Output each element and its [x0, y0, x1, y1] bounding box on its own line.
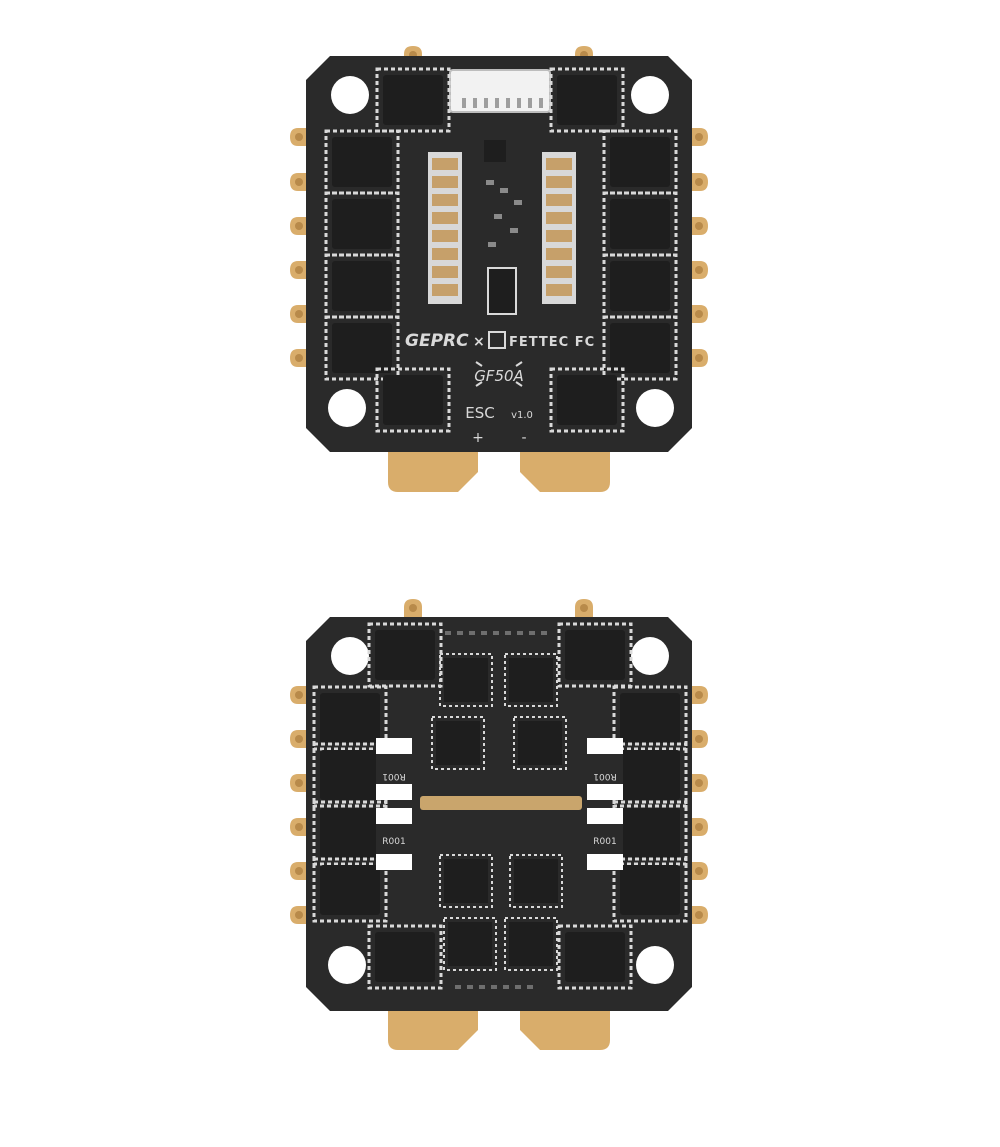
mount-hole: [631, 637, 669, 675]
battery-plus-pad: [388, 445, 478, 492]
cross-symbol: ×: [473, 334, 485, 350]
brand-geprc-label: GEPRC: [405, 331, 469, 351]
mount-hole: [331, 76, 369, 114]
shunt-resistor-bottom-right: R001: [587, 808, 623, 870]
fettec-logo-icon: [488, 331, 506, 349]
esc-label: ESC: [465, 404, 494, 422]
shunt-resistor-top-right: R001: [587, 738, 623, 800]
version-label: v1.0: [511, 410, 533, 421]
minus-label: -: [521, 430, 526, 446]
mount-hole: [636, 946, 674, 984]
capacitor-bank-left: [428, 152, 462, 304]
capacitor-bank-right: [542, 152, 576, 304]
brand-fettec-label: FETTEC FC: [509, 335, 595, 350]
mount-hole: [328, 946, 366, 984]
shunt-resistor-bottom-left: R001: [376, 808, 412, 870]
esc-back-board: R001 R001 R001 R001: [290, 599, 708, 1050]
regulator-chip: [487, 267, 517, 315]
esc-front-board: GEPRC × FETTEC FC GF50A ESC v1.0 + -: [290, 46, 708, 492]
resistor-label: R001: [382, 771, 405, 781]
plus-label: +: [472, 430, 484, 446]
current-bus-bar: [420, 796, 582, 810]
mount-hole: [331, 637, 369, 675]
model-burst-icon: [475, 361, 523, 387]
mount-hole: [328, 389, 366, 427]
shunt-resistor-top-left: R001: [376, 738, 412, 800]
resistor-label: R001: [382, 837, 405, 847]
battery-minus-pad: [520, 445, 610, 492]
mount-hole: [636, 389, 674, 427]
model-label: GF50A: [474, 367, 524, 385]
mount-hole: [631, 76, 669, 114]
resistor-label: R001: [593, 837, 616, 847]
resistor-label: R001: [593, 771, 616, 781]
